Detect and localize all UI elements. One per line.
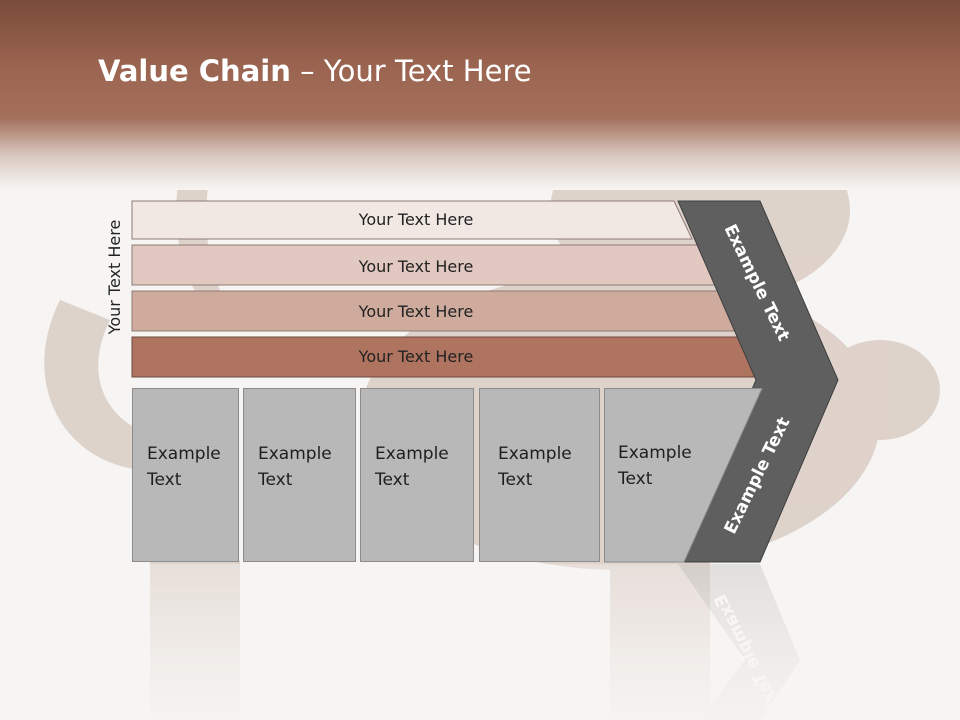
cell-4-line2: Text	[498, 470, 533, 490]
support-bar-1	[131, 200, 693, 240]
cell-2-line1: Example	[258, 444, 332, 464]
cell-1-line2: Text	[147, 470, 182, 490]
cell-4-line1: Example	[498, 444, 572, 464]
cell-5-line2: Text	[618, 469, 653, 489]
cell-2-line2: Text	[258, 470, 293, 490]
support-bar-4-label: Your Text Here	[358, 347, 474, 366]
cell-3-line1: Example	[375, 444, 449, 464]
primary-activity-5	[604, 388, 763, 563]
header-band	[0, 0, 960, 190]
cell-5-line1: Example	[618, 443, 692, 463]
support-bar-2-label: Your Text Here	[358, 257, 474, 276]
title-rest: – Your Text Here	[290, 54, 532, 88]
title-bold: Value Chain	[98, 54, 291, 88]
slide-title: Value Chain – Your Text Here	[98, 54, 532, 88]
cell-3-line2: Text	[375, 470, 410, 490]
support-bar-3-label: Your Text Here	[358, 302, 474, 321]
support-bar-1-label: Your Text Here	[358, 210, 474, 229]
cell-1-line1: Example	[147, 444, 221, 464]
reflection-fade	[0, 564, 960, 720]
